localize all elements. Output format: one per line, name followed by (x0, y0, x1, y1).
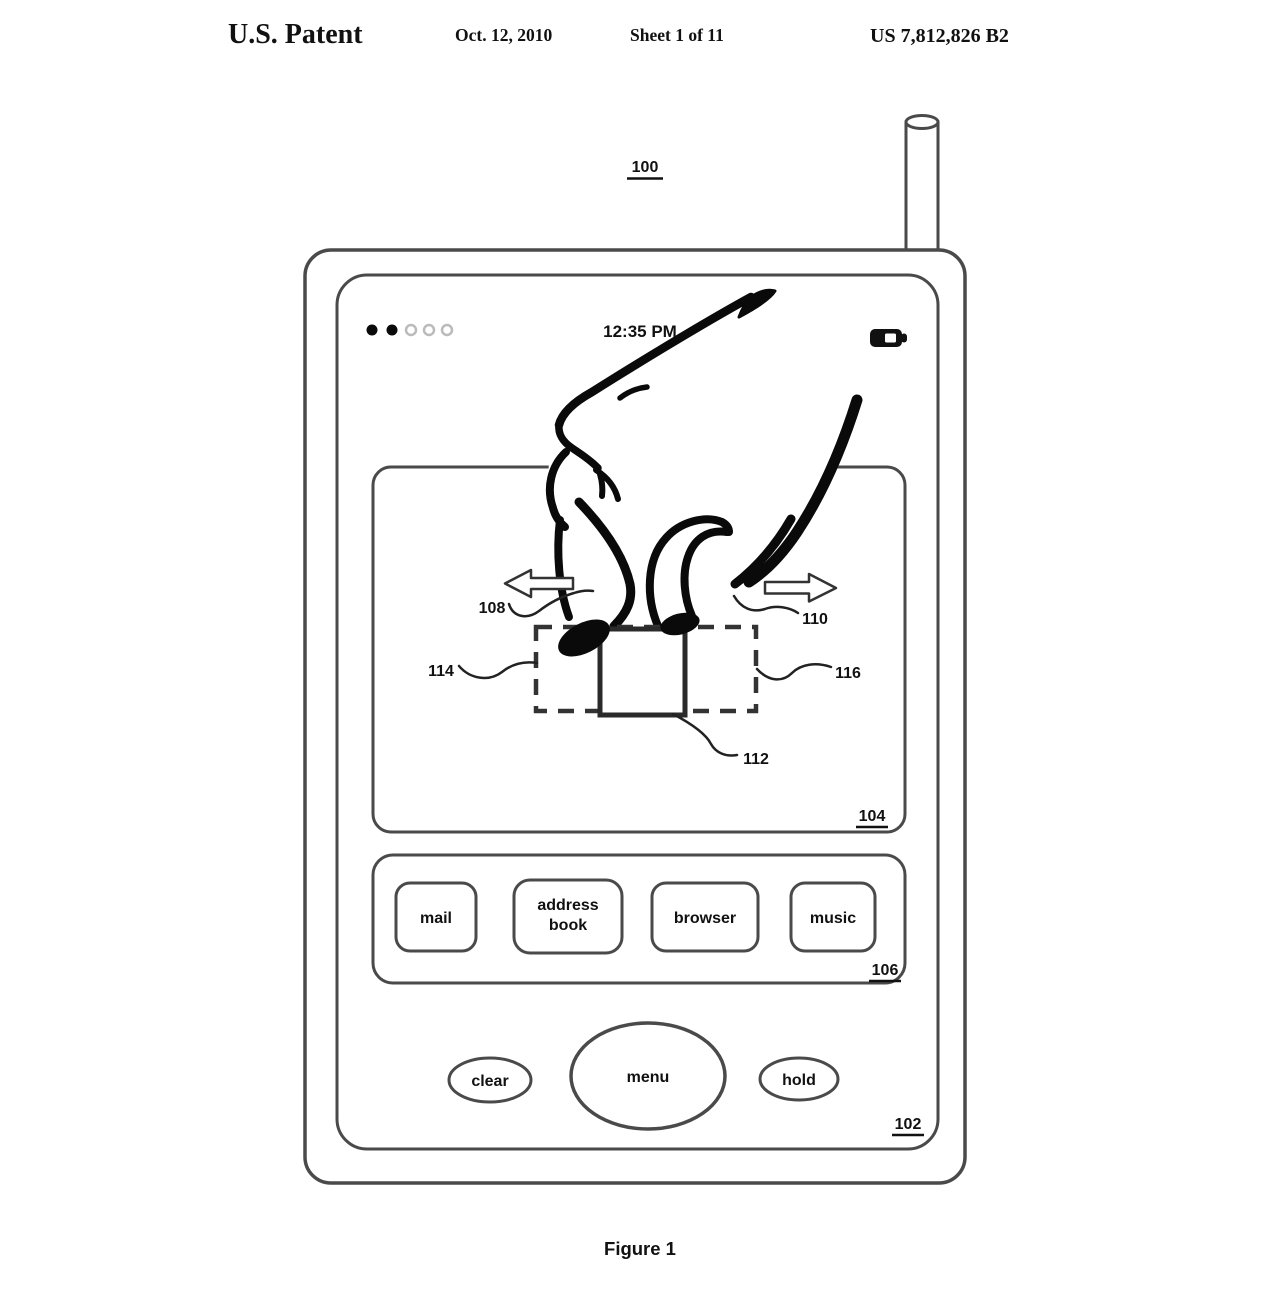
signal-dot-filled (366, 324, 378, 336)
address-book-button: address book (512, 878, 624, 955)
leader-line-110 (732, 594, 800, 615)
ref-102-label: 102 (895, 1116, 922, 1133)
hold-button: hold (758, 1056, 840, 1102)
mail-button: mail (394, 881, 478, 953)
app-button-bar (371, 853, 907, 985)
hand-illustration (545, 288, 863, 631)
signal-strength-dots (366, 323, 454, 337)
mail-button-label: mail (420, 910, 452, 927)
ref-112-label: 112 (743, 751, 769, 768)
leader-line-114 (457, 661, 539, 680)
leader-line-116 (755, 663, 833, 681)
figure-caption: Figure 1 (604, 1238, 676, 1259)
ref-116-label: 116 (835, 665, 861, 682)
clear-button-label: clear (471, 1073, 508, 1090)
browser-button-label: browser (674, 910, 736, 927)
header-sheet-number: Sheet 1 of 11 (630, 25, 724, 45)
ref-100-label: 100 (632, 159, 659, 176)
index-finger-tip (660, 612, 700, 636)
battery-icon (870, 329, 907, 347)
leader-line-112 (671, 712, 739, 757)
hold-button-label: hold (782, 1072, 816, 1089)
music-button: music (789, 881, 877, 953)
ref-110-label: 110 (802, 611, 828, 628)
clear-button: clear (447, 1056, 533, 1104)
header-title: U.S. Patent (228, 19, 363, 50)
ref-108-label: 108 (479, 600, 506, 617)
ref-106-label: 106 (872, 962, 899, 979)
header-patent-number: US 7,812,826 B2 (870, 25, 1009, 47)
antenna (904, 114, 940, 262)
music-button-label: music (810, 910, 856, 927)
hand-knuckle-hook (737, 288, 777, 319)
app-icon-112 (597, 626, 688, 718)
ref-114-label: 114 (428, 663, 454, 680)
ref-104-label: 104 (859, 808, 886, 825)
thumb-tip (558, 619, 610, 657)
address-book-label-line2: book (549, 917, 587, 934)
signal-dot-empty (422, 323, 436, 337)
address-book-label-line1: address (537, 897, 598, 914)
menu-button: menu (569, 1021, 727, 1131)
leader-line-108 (507, 589, 595, 618)
status-time: 12:35 PM (603, 322, 677, 341)
swipe-arrow-right-icon (763, 572, 838, 603)
swipe-arrow-left-icon (503, 568, 575, 599)
signal-dot-filled (386, 324, 398, 336)
signal-dot-empty (404, 323, 418, 337)
menu-button-label: menu (627, 1069, 670, 1086)
signal-dot-empty (440, 323, 454, 337)
browser-button: browser (650, 881, 760, 953)
header-date: Oct. 12, 2010 (455, 25, 552, 45)
